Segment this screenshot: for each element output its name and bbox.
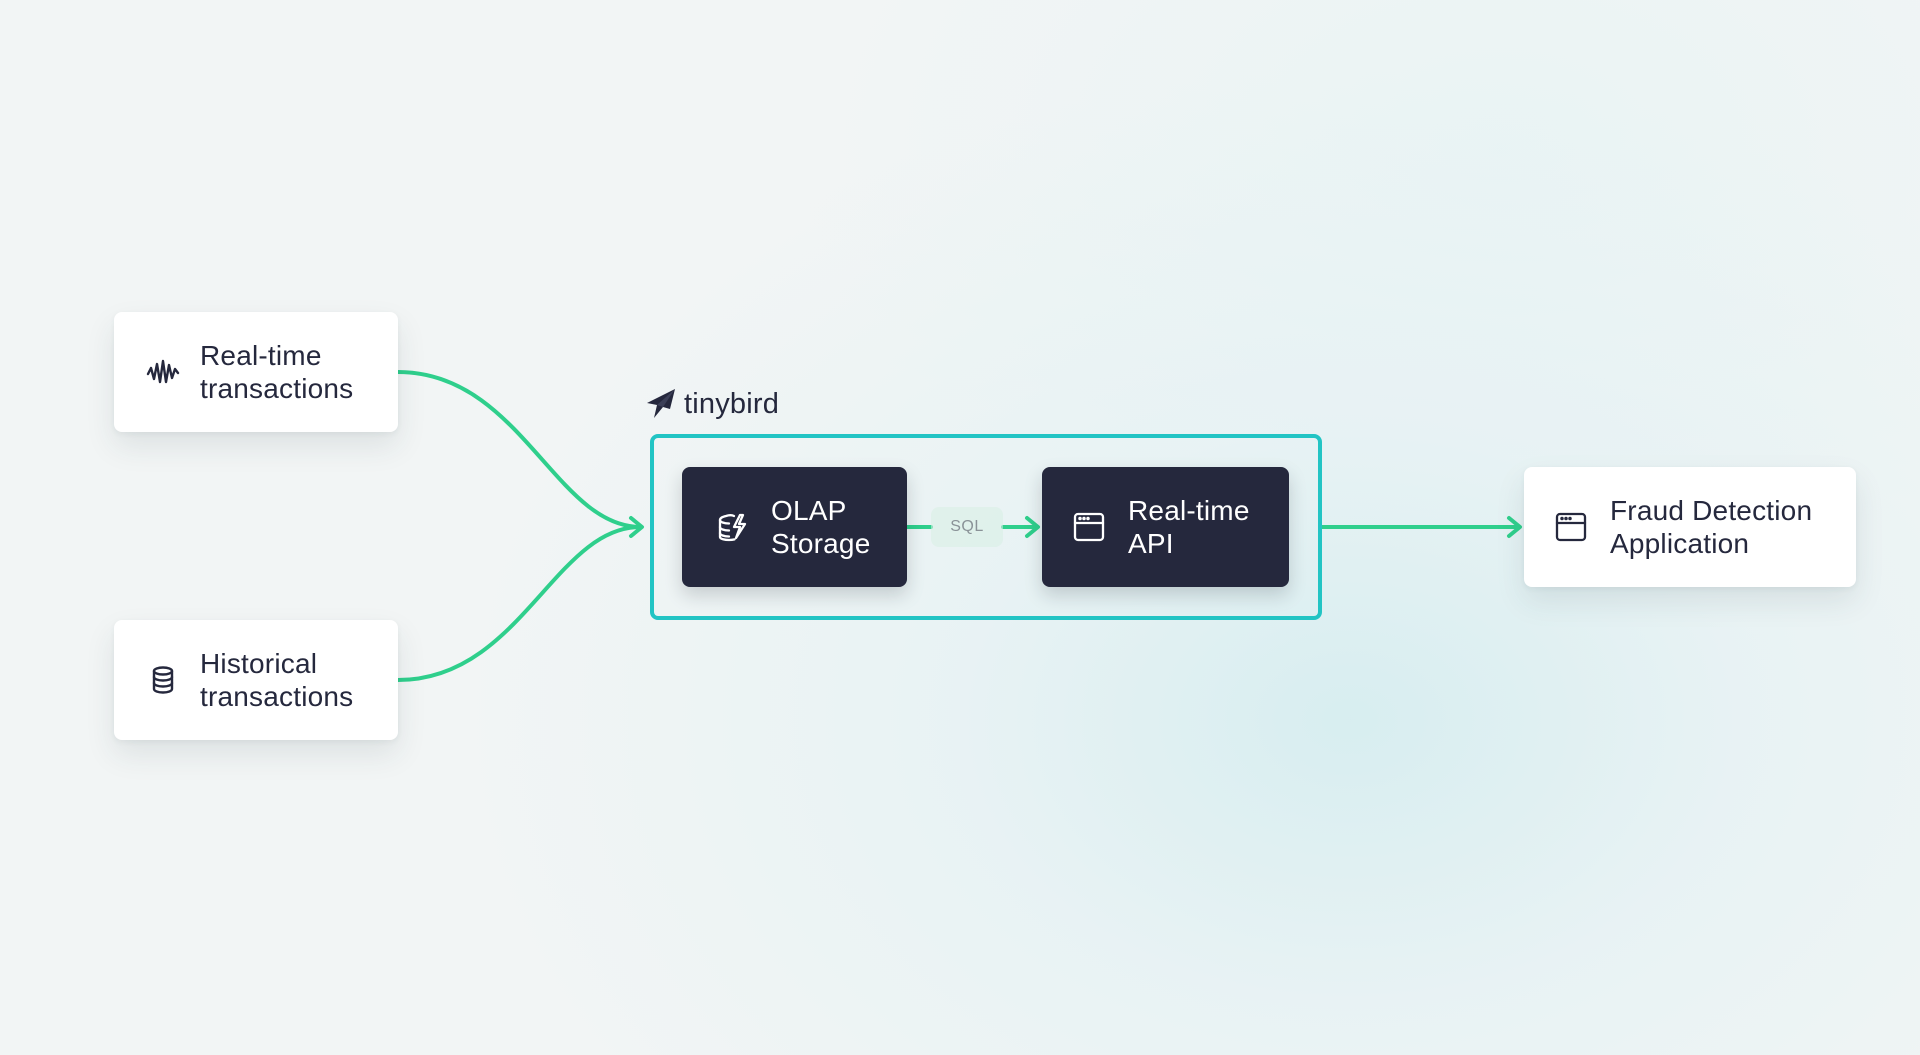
bird-logo-icon	[644, 386, 678, 422]
database-icon	[146, 663, 180, 697]
node-label: OLAP Storage	[771, 495, 871, 559]
browser-window-icon	[1554, 510, 1588, 544]
arrowhead-into-api	[1025, 516, 1040, 538]
tinybird-brand: tinybird	[644, 386, 779, 422]
destination-label: Fraud Detection Application	[1610, 495, 1813, 559]
sql-edge-label: SQL	[931, 507, 1003, 547]
arrowhead-into-tinybird	[629, 516, 644, 538]
browser-window-icon	[1072, 510, 1106, 544]
node-label: Real-time API	[1128, 495, 1250, 559]
source-label: Historical transactions	[200, 648, 354, 712]
node-card-realtime-api: Real-time API	[1042, 467, 1289, 587]
connector-historical-to-tinybird	[396, 525, 642, 682]
destination-card-fraud-detection: Fraud Detection Application	[1524, 467, 1856, 587]
arrowhead-into-fraud	[1507, 516, 1522, 538]
storage-lightning-icon	[715, 510, 749, 544]
brand-name: tinybird	[684, 387, 780, 420]
signal-wave-icon	[146, 355, 180, 389]
source-card-realtime-transactions: Real-time transactions	[114, 312, 398, 432]
node-card-olap-storage: OLAP Storage	[682, 467, 907, 587]
source-label: Real-time transactions	[200, 340, 354, 404]
tinybird-container	[650, 434, 1322, 620]
connector-realtime-to-tinybird	[396, 370, 642, 529]
source-card-historical-transactions: Historical transactions	[114, 620, 398, 740]
